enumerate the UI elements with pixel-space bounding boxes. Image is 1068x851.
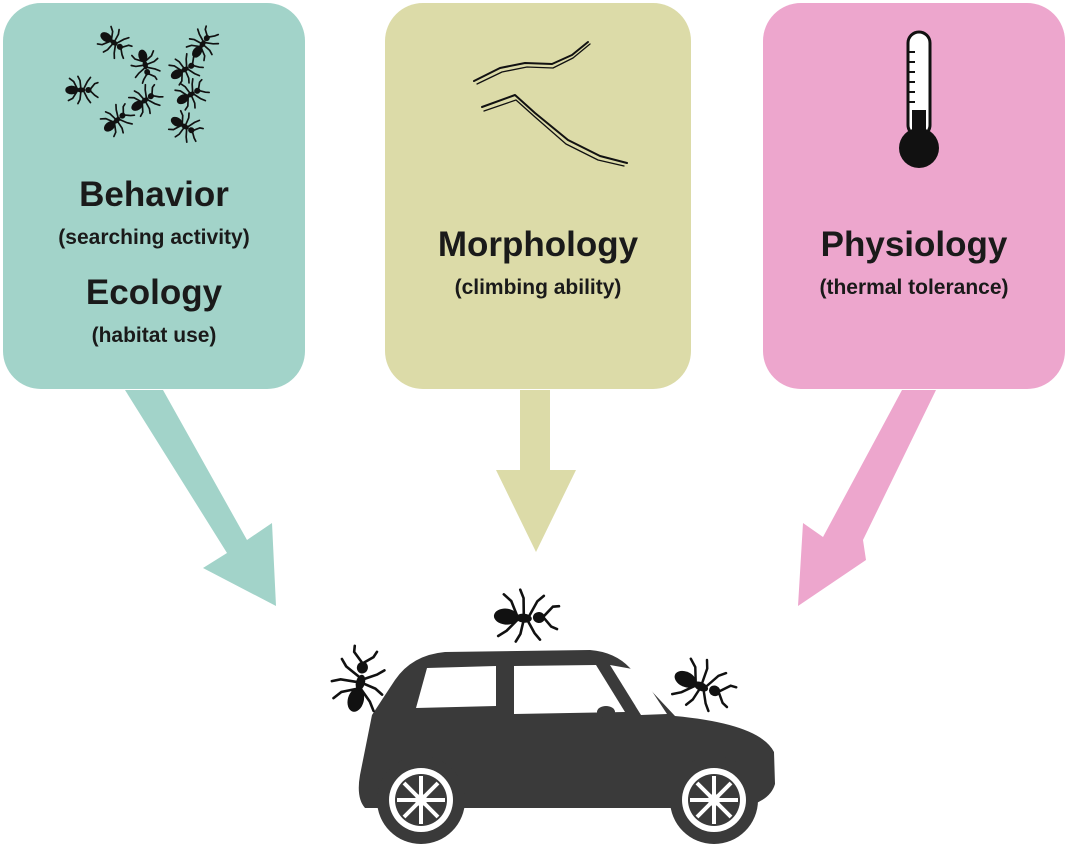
ecology-subtitle: (habitat use) xyxy=(91,324,217,347)
physiology-subtitle: (thermal tolerance) xyxy=(819,276,1009,299)
physiology-heading: Physiology xyxy=(820,225,1008,264)
arrow-left xyxy=(125,390,276,606)
behavior-heading: Behavior xyxy=(79,175,229,214)
arrow-center xyxy=(496,390,576,552)
arrow-right xyxy=(798,390,936,606)
thermometer-icon xyxy=(899,30,939,168)
car-with-ants-icon xyxy=(324,586,775,844)
behavior-subtitle: (searching activity) xyxy=(58,226,250,249)
morphology-heading: Morphology xyxy=(437,225,639,264)
car-wheel-rear xyxy=(670,756,758,844)
car-wheel-front xyxy=(377,756,465,844)
behavior-ecology-panel: Behavior (searching activity) Ecology (h… xyxy=(3,3,305,389)
morphology-subtitle: (climbing ability) xyxy=(454,276,622,299)
ant-group-icon xyxy=(64,21,225,148)
ant-legs-icon xyxy=(473,41,628,167)
ecology-heading: Ecology xyxy=(85,273,223,312)
